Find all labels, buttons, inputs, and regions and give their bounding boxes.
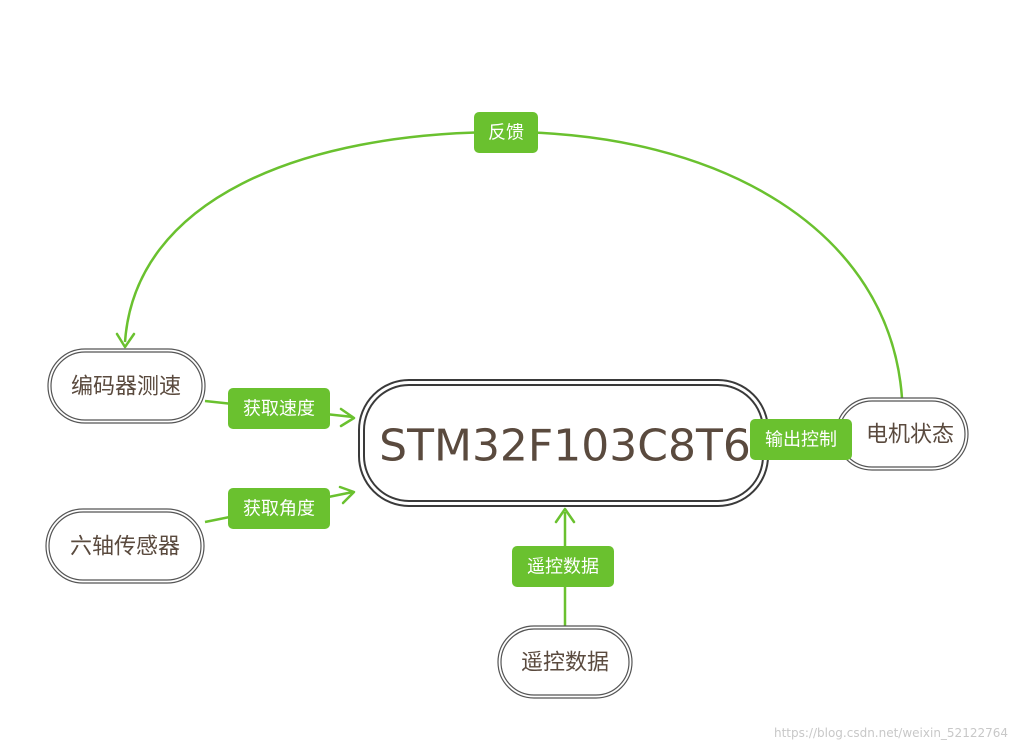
arrow-head-remote: [554, 507, 576, 524]
node-imu[interactable]: 六轴传感器: [45, 508, 205, 584]
node-imu-label: 六轴传感器: [70, 535, 180, 560]
node-main-label: STM32F103C8T6: [379, 421, 751, 472]
label-get-speed: 获取速度: [228, 388, 330, 429]
node-remote[interactable]: 遥控数据: [497, 625, 633, 699]
node-main[interactable]: STM32F103C8T6: [358, 379, 769, 507]
label-remote-data: 遥控数据: [512, 546, 614, 587]
node-motor[interactable]: 电机状态: [835, 397, 969, 471]
label-get-angle: 获取角度: [228, 488, 330, 529]
arrow-head-get-speed: [339, 407, 356, 428]
edge-feedback: [123, 130, 904, 399]
node-motor-label: 电机状态: [866, 423, 954, 448]
node-encoder-label: 编码器测速: [71, 375, 181, 400]
label-feedback-text: 反馈: [488, 123, 524, 144]
arrow-head-feedback: [115, 332, 136, 349]
node-remote-label: 遥控数据: [521, 651, 609, 676]
label-get-angle-text: 获取角度: [243, 499, 315, 520]
label-output-control: 输出控制: [750, 419, 852, 460]
label-get-speed-text: 获取速度: [243, 399, 315, 420]
arrow-head-get-angle: [338, 485, 356, 505]
label-remote-data-text: 遥控数据: [527, 557, 599, 578]
watermark-text: https://blog.csdn.net/weixin_52122764: [774, 726, 1008, 740]
label-feedback: 反馈: [474, 112, 538, 153]
label-output-control-text: 输出控制: [765, 430, 837, 451]
node-encoder[interactable]: 编码器测速: [47, 348, 206, 424]
